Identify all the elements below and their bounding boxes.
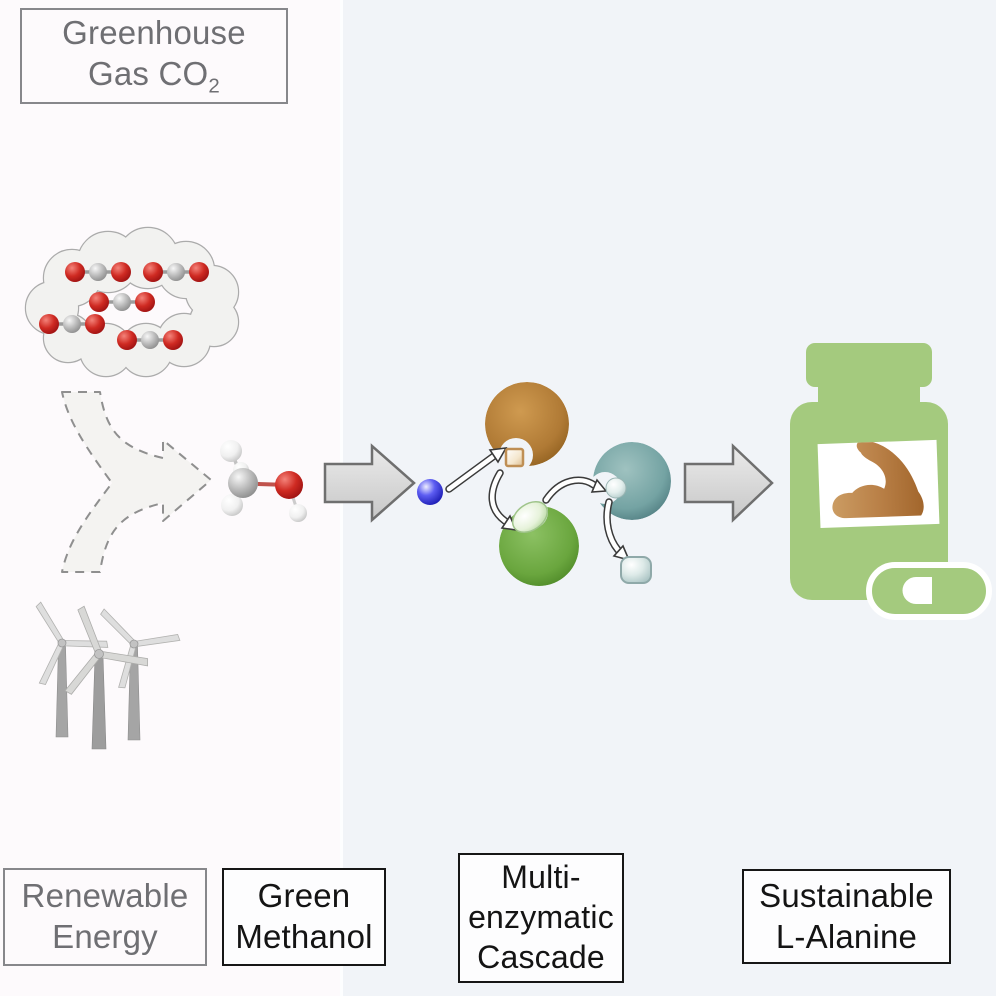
label-line: Cascade — [477, 938, 605, 975]
label-line: Sustainable — [759, 876, 934, 914]
wind-turbines-icon — [35, 601, 181, 750]
green-methanol-label-box: Green Methanol — [222, 868, 386, 966]
merge-arrows-icon — [61, 391, 212, 573]
substrate-square-icon — [504, 447, 525, 468]
label-line: Green — [257, 877, 351, 915]
label-line: Multi- — [501, 859, 581, 896]
co2-cloud-icon — [24, 226, 240, 378]
label-line: Renewable — [21, 877, 189, 915]
label-line: enzymatic — [468, 899, 614, 936]
reaction-arrow-icon — [445, 447, 631, 562]
enzyme-orange-icon — [485, 382, 569, 466]
sustainable-l-alanine-label-box: Sustainable L-Alanine — [742, 869, 951, 964]
enzyme-teal-icon — [593, 442, 671, 520]
label-line: Gas CO2 — [88, 54, 220, 98]
product-block-icon — [620, 556, 652, 584]
methanol-molecule-icon — [220, 440, 307, 522]
muscle-arm-icon — [832, 440, 924, 519]
process-arrow-icon — [683, 443, 774, 523]
renewable-energy-label-box: Renewable Energy — [3, 868, 207, 966]
process-arrow-icon — [323, 443, 416, 523]
intermediate-sphere-icon — [605, 477, 627, 499]
label-line: Energy — [52, 918, 158, 955]
label-line: Greenhouse — [62, 14, 246, 52]
label-line: Methanol — [235, 918, 373, 955]
capsule-pill-icon — [866, 562, 992, 620]
intermediate-oval-icon — [511, 501, 549, 533]
label-line: L-Alanine — [775, 917, 918, 955]
multi-enzymatic-cascade-label-box: Multi- enzymatic Cascade — [458, 853, 624, 983]
co2-molecule-icon — [39, 262, 209, 350]
cofactor-sphere-icon — [417, 479, 443, 505]
greenhouse-gas-label-box: Greenhouse Gas CO2 — [20, 8, 288, 104]
supplement-bottle-icon — [790, 343, 992, 620]
